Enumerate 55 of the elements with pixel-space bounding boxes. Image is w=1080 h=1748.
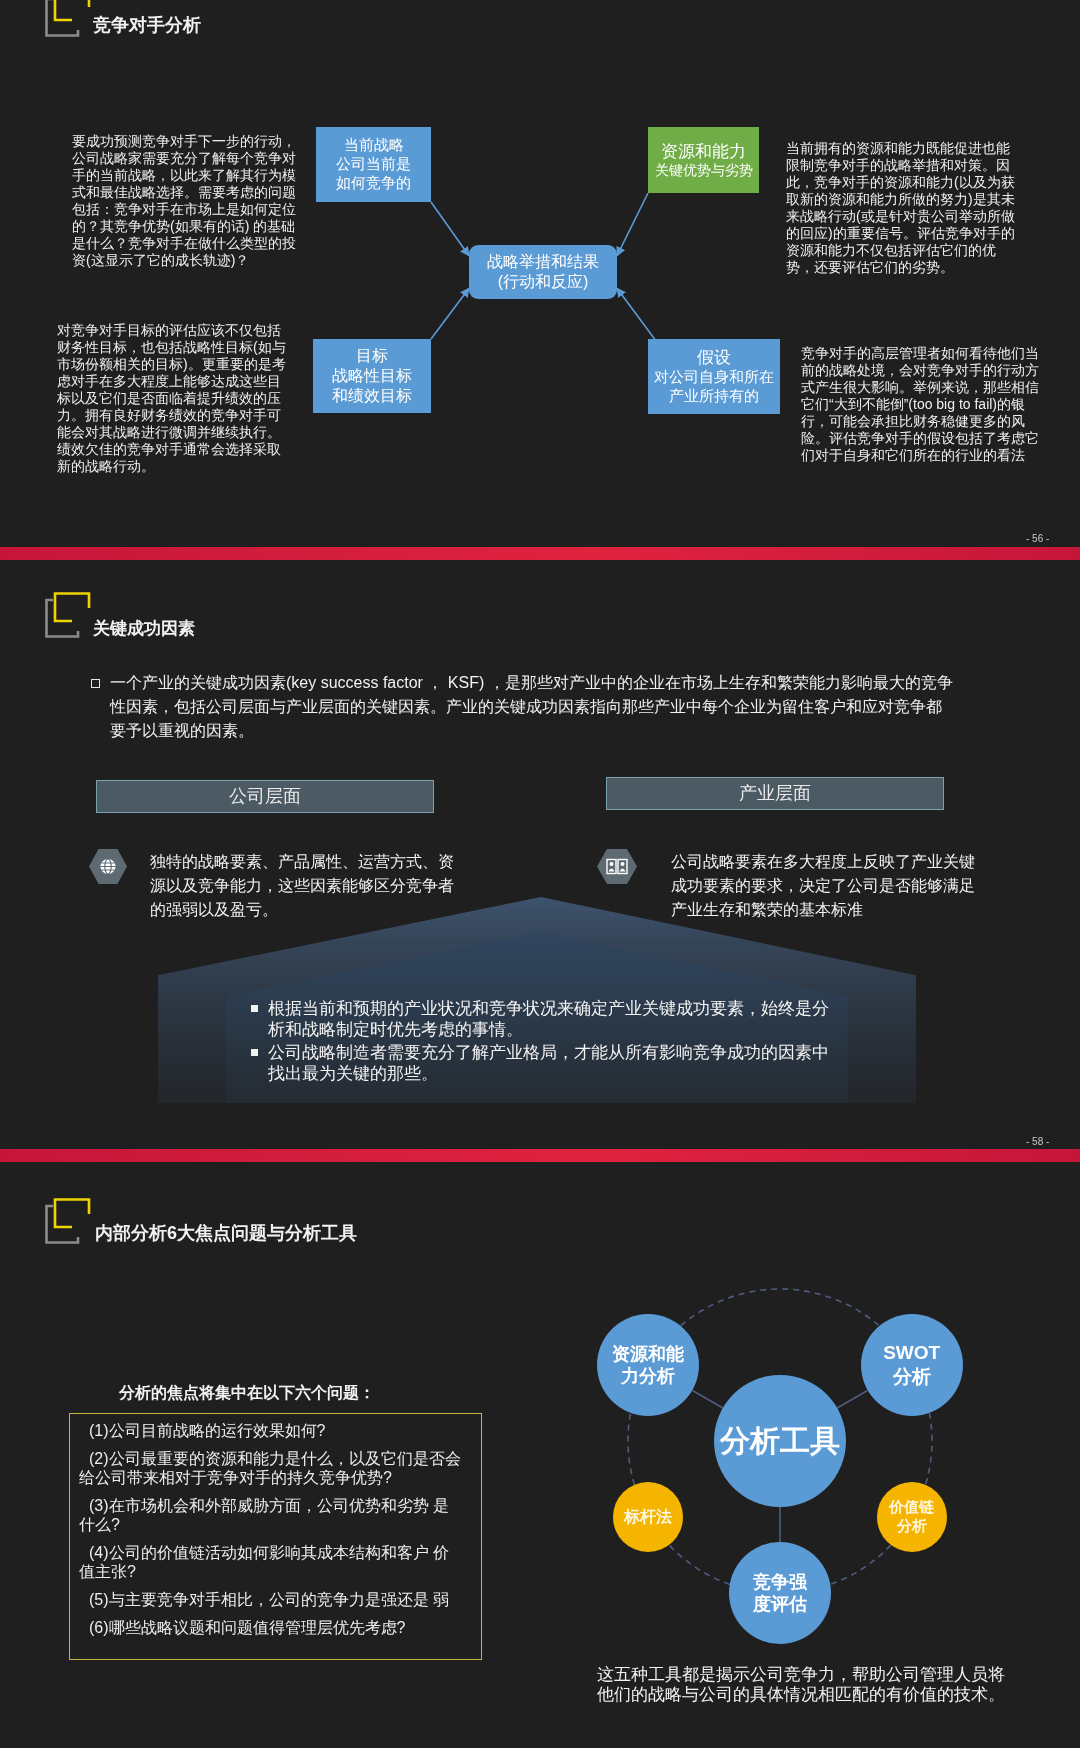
question-text: (6)哪些战略议题和问题值得管理层优先考虑?	[88, 1618, 407, 1637]
question-text: (2)公司最重要的资源和能力是什么，以及它们是否会给公司带来相对于竞争对手的持久竞争优势?	[79, 1449, 461, 1487]
box-heading: 当前战略	[343, 136, 404, 156]
process-box	[648, 127, 759, 193]
caption-text: 这五种工具都是揭示公司竞争力，帮助公司管理人员将他们的战略与公司的具体情况相匹配的有价值的技术。	[597, 1664, 1005, 1704]
dashed-line	[627, 1412, 636, 1486]
connector-line	[779, 1506, 781, 1543]
slide-title: 内部分析6大焦点问题与分析工具	[95, 1223, 357, 1245]
tool-circle: SWOT分析	[860, 1314, 963, 1416]
process-box: 战略举措和结果 (行动和反应)	[469, 245, 617, 299]
bullet-text: 根据当前和预期的产业状况和竞争状况来确定产业关键成功要素，始终是分析和战略制定时优先考虑的事情。	[268, 998, 830, 1040]
description-text: 要成功预测竞争对手下一步的行动，公司战略家需要充分了解每个竞争对手的当前战略，以此来了解其行为模式和最佳战略选择。需要考虑的问题包括：竞争对手在市场上是如何定位的？其竞争优势(如果有的话) 的基础是什么？竞争对手在做什么类型的投资(这显示了它的成长轨迹)？	[72, 133, 297, 269]
description-text: 公司战略要素在多大程度上反映了产业关键成功要素的要求，决定了公司是否能够满足产业生存和繁荣的基本标准	[671, 852, 976, 920]
page-number: - 58 -	[1026, 1136, 1050, 1148]
arrow	[616, 287, 656, 340]
tool-circle: 资源和能力分析	[597, 1314, 700, 1416]
paragraph-text: 一个产业的关键成功因素(key success factor ， KSF) ，是那些对产业中的企业在市场上生存和繁荣能力影响最大的竞争性因素，包括公司层面与产业层面的关键因素。产业的关键成功因素指向那些产业中每个企业为留住客户和应对竞争都要予以重视的因素。	[110, 673, 954, 741]
dashed-line	[680, 1288, 880, 1327]
arrow	[430, 201, 470, 257]
box-heading: 假设	[697, 347, 731, 369]
header-bar: 公司层面	[96, 780, 434, 813]
tool-circle: 标杆法	[613, 1482, 684, 1552]
box-heading: 目标	[356, 346, 388, 366]
tool-circle: 分析工具	[714, 1375, 846, 1507]
process-box	[313, 339, 431, 413]
box-text: 关键优势与劣势	[654, 161, 753, 180]
tool-circle: 竞争强度评估	[729, 1542, 831, 1644]
dashed-line	[829, 1544, 892, 1586]
dashed-line	[668, 1544, 731, 1586]
connector-line	[836, 1389, 869, 1409]
list-heading: 分析的焦点将集中在以下六个问题：	[119, 1383, 375, 1403]
description-text: 竞争对手的高层管理者如何看待他们当前的战略处境，会对竞争对手的行动方式产生很大影响。举例来说，那些相信它们“大到不能倒”(too big to fail)的银行，可能会承担比财务稳健更多的风险。评估竞争对手的假设包括了考虑它们对于自身和它们所在的行业的看法	[801, 345, 1039, 464]
box-text: 公司当前是如何竞争的	[335, 155, 412, 193]
connector-line	[691, 1389, 724, 1409]
description-text: 独特的战略要素、产品属性、运营方式、资源以及竞争能力，这些因素能够区分竞争者的强弱以及盈亏。	[150, 852, 455, 920]
question-text: (4)公司的价值链活动如何影响其成本结构和客户 价值主张?	[79, 1543, 450, 1581]
process-box	[648, 339, 780, 414]
box-text: 战略性目标和绩效目标	[331, 366, 413, 406]
question-text: (5)与主要竞争对手相比，公司的竞争力是强还是 弱	[88, 1590, 450, 1609]
slide-title: 关键成功因素	[93, 619, 195, 640]
bullet-text: 公司战略制造者需要充分了解产业格局，才能从所有影响竞争成功的因素中找出最为关键的那些。	[268, 1042, 830, 1084]
page-number: - 56 -	[1026, 533, 1050, 545]
description-text: 对竞争对手目标的评估应该不仅包括财务性目标，也包括战略性目标(如与市场份额相关的目标)。更重要的是考虑对手在多大程度上能够达成这些目标以及它们是否面临着提升绩效的压力。拥有良好财务绩效的竞争对手可能会对其战略进行微调并继续执行。绩效欠佳的竞争对手通常会选择采取新的战略行动。	[57, 322, 287, 475]
box-text: 对公司自身和所在产业所持有的	[653, 368, 775, 406]
slide-title: 竞争对手分析	[93, 15, 201, 37]
box-heading: 资源和能力	[661, 140, 746, 162]
description-text: 当前拥有的资源和能力既能促进也能限制竞争对手的战略举措和对策。因此，竞争对手的资源和能力(以及为获取新的资源和能力所做的努力)是其未来战略行动(或是针对贵公司举动所做的回应)的重要信号。评估竞争对手的资源和能力不仅包括评估它们的优势，还要评估它们的劣势。	[786, 140, 1016, 276]
tool-circle: 价值链分析	[876, 1482, 947, 1552]
dashed-line	[924, 1412, 933, 1486]
header-bar: 产业层面	[606, 777, 944, 810]
question-text: (1)公司目前战略的运行效果如何?	[88, 1421, 327, 1440]
arrow	[430, 287, 470, 340]
process-box	[316, 127, 431, 202]
arrow	[616, 192, 649, 257]
question-text: (3)在市场机会和外部威胁方面，公司优势和劣势 是什么?	[79, 1496, 450, 1534]
